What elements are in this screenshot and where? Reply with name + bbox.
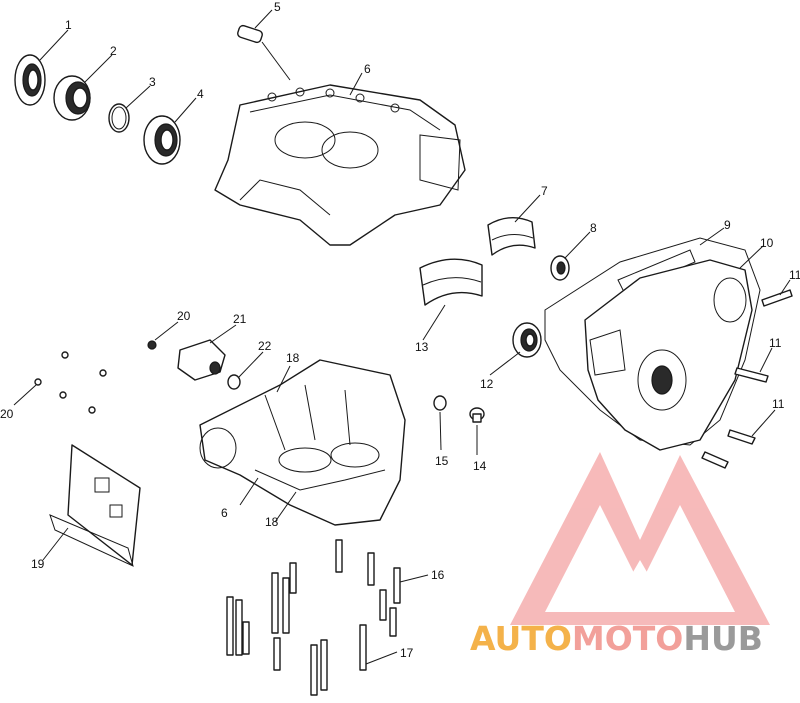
bolt-part <box>701 289 793 469</box>
bearing-shell-part <box>487 217 536 256</box>
stud-part <box>226 539 401 696</box>
o-ring-part-3 <box>227 374 241 390</box>
callout-labels: 1 2 3 4 5 6 7 8 9 10 11 11 11 12 13 14 1… <box>0 0 800 660</box>
watermark-wordmark: AUTOMOTOHUB <box>470 619 763 658</box>
callout-6-b: 6 <box>221 506 228 520</box>
callout-11: 11 <box>789 268 800 282</box>
dowel-pin-part <box>237 24 263 44</box>
callout-7: 7 <box>541 184 548 198</box>
watermark-moto: MOTO <box>572 619 683 658</box>
callout-21: 21 <box>233 312 247 326</box>
seal-part-2 <box>143 115 181 165</box>
o-ring-part <box>108 103 130 133</box>
callout-15: 15 <box>435 454 449 468</box>
upper-crankcase-part <box>214 84 466 246</box>
callout-11-c: 11 <box>772 397 785 411</box>
callout-19: 19 <box>31 557 45 571</box>
callout-9: 9 <box>724 218 731 232</box>
washer-part <box>550 255 570 281</box>
crankcase-cover-part <box>584 259 753 451</box>
o-ring-part-2 <box>433 395 447 411</box>
callout-22: 22 <box>258 339 272 353</box>
callout-2: 2 <box>110 44 117 58</box>
callout-8: 8 <box>590 221 597 235</box>
lower-crankcase-part <box>199 359 406 526</box>
callout-10: 10 <box>760 236 774 250</box>
callout-6: 6 <box>364 62 371 76</box>
callout-11-b: 11 <box>769 336 782 350</box>
bearing-shell-part-2 <box>419 258 483 306</box>
watermark-auto: AUTO <box>470 619 572 658</box>
callout-3: 3 <box>149 75 156 89</box>
callout-14: 14 <box>473 459 487 473</box>
seal-part <box>14 54 46 106</box>
callout-20: 20 <box>177 309 191 323</box>
callout-12: 12 <box>480 377 494 391</box>
sensor-part <box>177 339 226 381</box>
leader-lines <box>13 9 791 665</box>
callout-4: 4 <box>197 87 204 101</box>
gasket-part <box>544 237 761 446</box>
callout-20-b: 20 <box>0 407 14 421</box>
callout-5: 5 <box>274 0 281 14</box>
callout-1: 1 <box>65 18 72 32</box>
bearing-part <box>53 75 91 121</box>
callout-13: 13 <box>415 340 429 354</box>
callout-18: 18 <box>286 351 300 365</box>
watermark-logo-icon <box>510 452 770 625</box>
plug-part <box>469 407 485 423</box>
baffle-plate-part <box>49 444 141 567</box>
screw-part <box>34 340 157 414</box>
callout-18-b: 18 <box>265 515 279 529</box>
seal-part-3 <box>512 322 542 358</box>
callout-16: 16 <box>431 568 445 582</box>
callout-17: 17 <box>400 646 414 660</box>
watermark-hub: HUB <box>683 619 763 658</box>
